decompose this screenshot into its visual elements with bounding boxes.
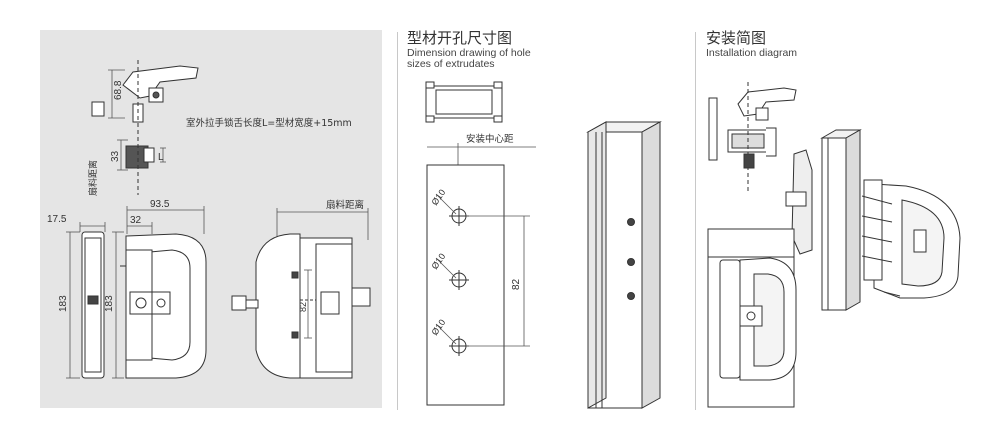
install-assembled-view xyxy=(707,228,797,408)
dim-93-5-lines xyxy=(126,206,205,234)
small-square-part xyxy=(91,101,105,117)
handle-front-view xyxy=(120,233,207,379)
dim-33-lines xyxy=(117,139,128,171)
install-title-cn: 安装简图 xyxy=(706,29,767,47)
hole-2 xyxy=(449,270,469,290)
profile-title-en-line1: Dimension drawing of hole xyxy=(407,47,531,59)
dim-183-right: 183 xyxy=(104,295,115,312)
sash-distance-vertical: 扇料距离 xyxy=(87,160,99,196)
profile-title-cn: 型材开孔尺寸图 xyxy=(407,29,513,47)
dim-82: 82 xyxy=(511,278,522,290)
profile-cross-section xyxy=(425,81,503,123)
dim-183-left: 183 xyxy=(58,295,69,312)
dim-33: 33 xyxy=(110,150,121,162)
dim-82-right-lines xyxy=(304,269,312,339)
sash-distance-right: 扇料距离 xyxy=(326,199,364,211)
dim-L-lines xyxy=(160,147,166,163)
dim-32-lines xyxy=(127,222,153,234)
install-outer-handle xyxy=(863,179,961,299)
hole-3 xyxy=(449,336,469,356)
install-top-handle xyxy=(708,82,797,192)
divider-right xyxy=(695,32,696,410)
dim-93-5: 93.5 xyxy=(150,199,170,210)
dim-L: L xyxy=(158,152,164,163)
dim-82-right: 82 xyxy=(298,302,308,312)
dim-183-right-lines xyxy=(112,231,124,379)
drilling-board xyxy=(426,164,505,406)
dim-68-8: 68.8 xyxy=(113,80,124,100)
install-title-en: Installation diagram xyxy=(706,47,798,59)
install-profile-3d xyxy=(820,129,862,311)
dim-sash-right-lines xyxy=(276,208,369,240)
tongue-length-note: 室外拉手锁舌长度L=型材宽度+15mm xyxy=(186,117,352,129)
narrow-side-plate xyxy=(81,231,105,379)
divider-left xyxy=(397,32,398,410)
install-screws xyxy=(861,195,901,297)
dim-17-5: 17.5 xyxy=(47,214,67,225)
dim-32: 32 xyxy=(130,215,142,226)
handle-side-view xyxy=(122,60,199,195)
profile-3d xyxy=(586,121,662,409)
dim-68-8-lines xyxy=(108,69,125,119)
center-distance-label: 安装中心距 xyxy=(466,133,514,145)
handle-back-view xyxy=(231,233,371,379)
dim-17-5-lines xyxy=(79,222,106,232)
hole-leaders xyxy=(435,193,530,347)
profile-title-en-line2: sizes of extrudates xyxy=(407,58,495,70)
dim-183-left-lines xyxy=(66,231,80,379)
